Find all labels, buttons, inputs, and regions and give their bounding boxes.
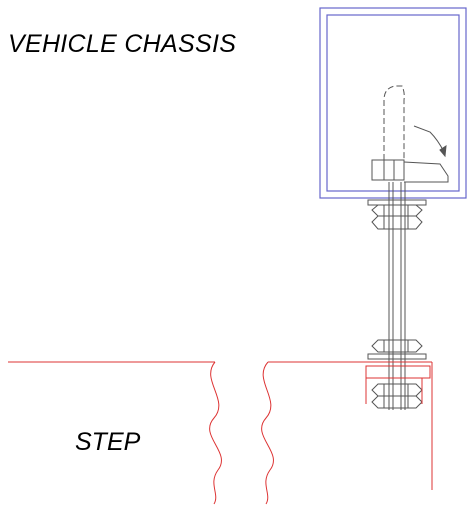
vehicle-chassis-label: VEHICLE CHASSIS	[8, 30, 237, 58]
clamp-hook	[371, 85, 449, 183]
step-outline	[8, 361, 433, 505]
upper-nut-stack	[367, 199, 427, 230]
threaded-rod	[388, 182, 406, 410]
step-label: STEP	[75, 428, 141, 456]
lower-nut-stack	[367, 339, 427, 409]
